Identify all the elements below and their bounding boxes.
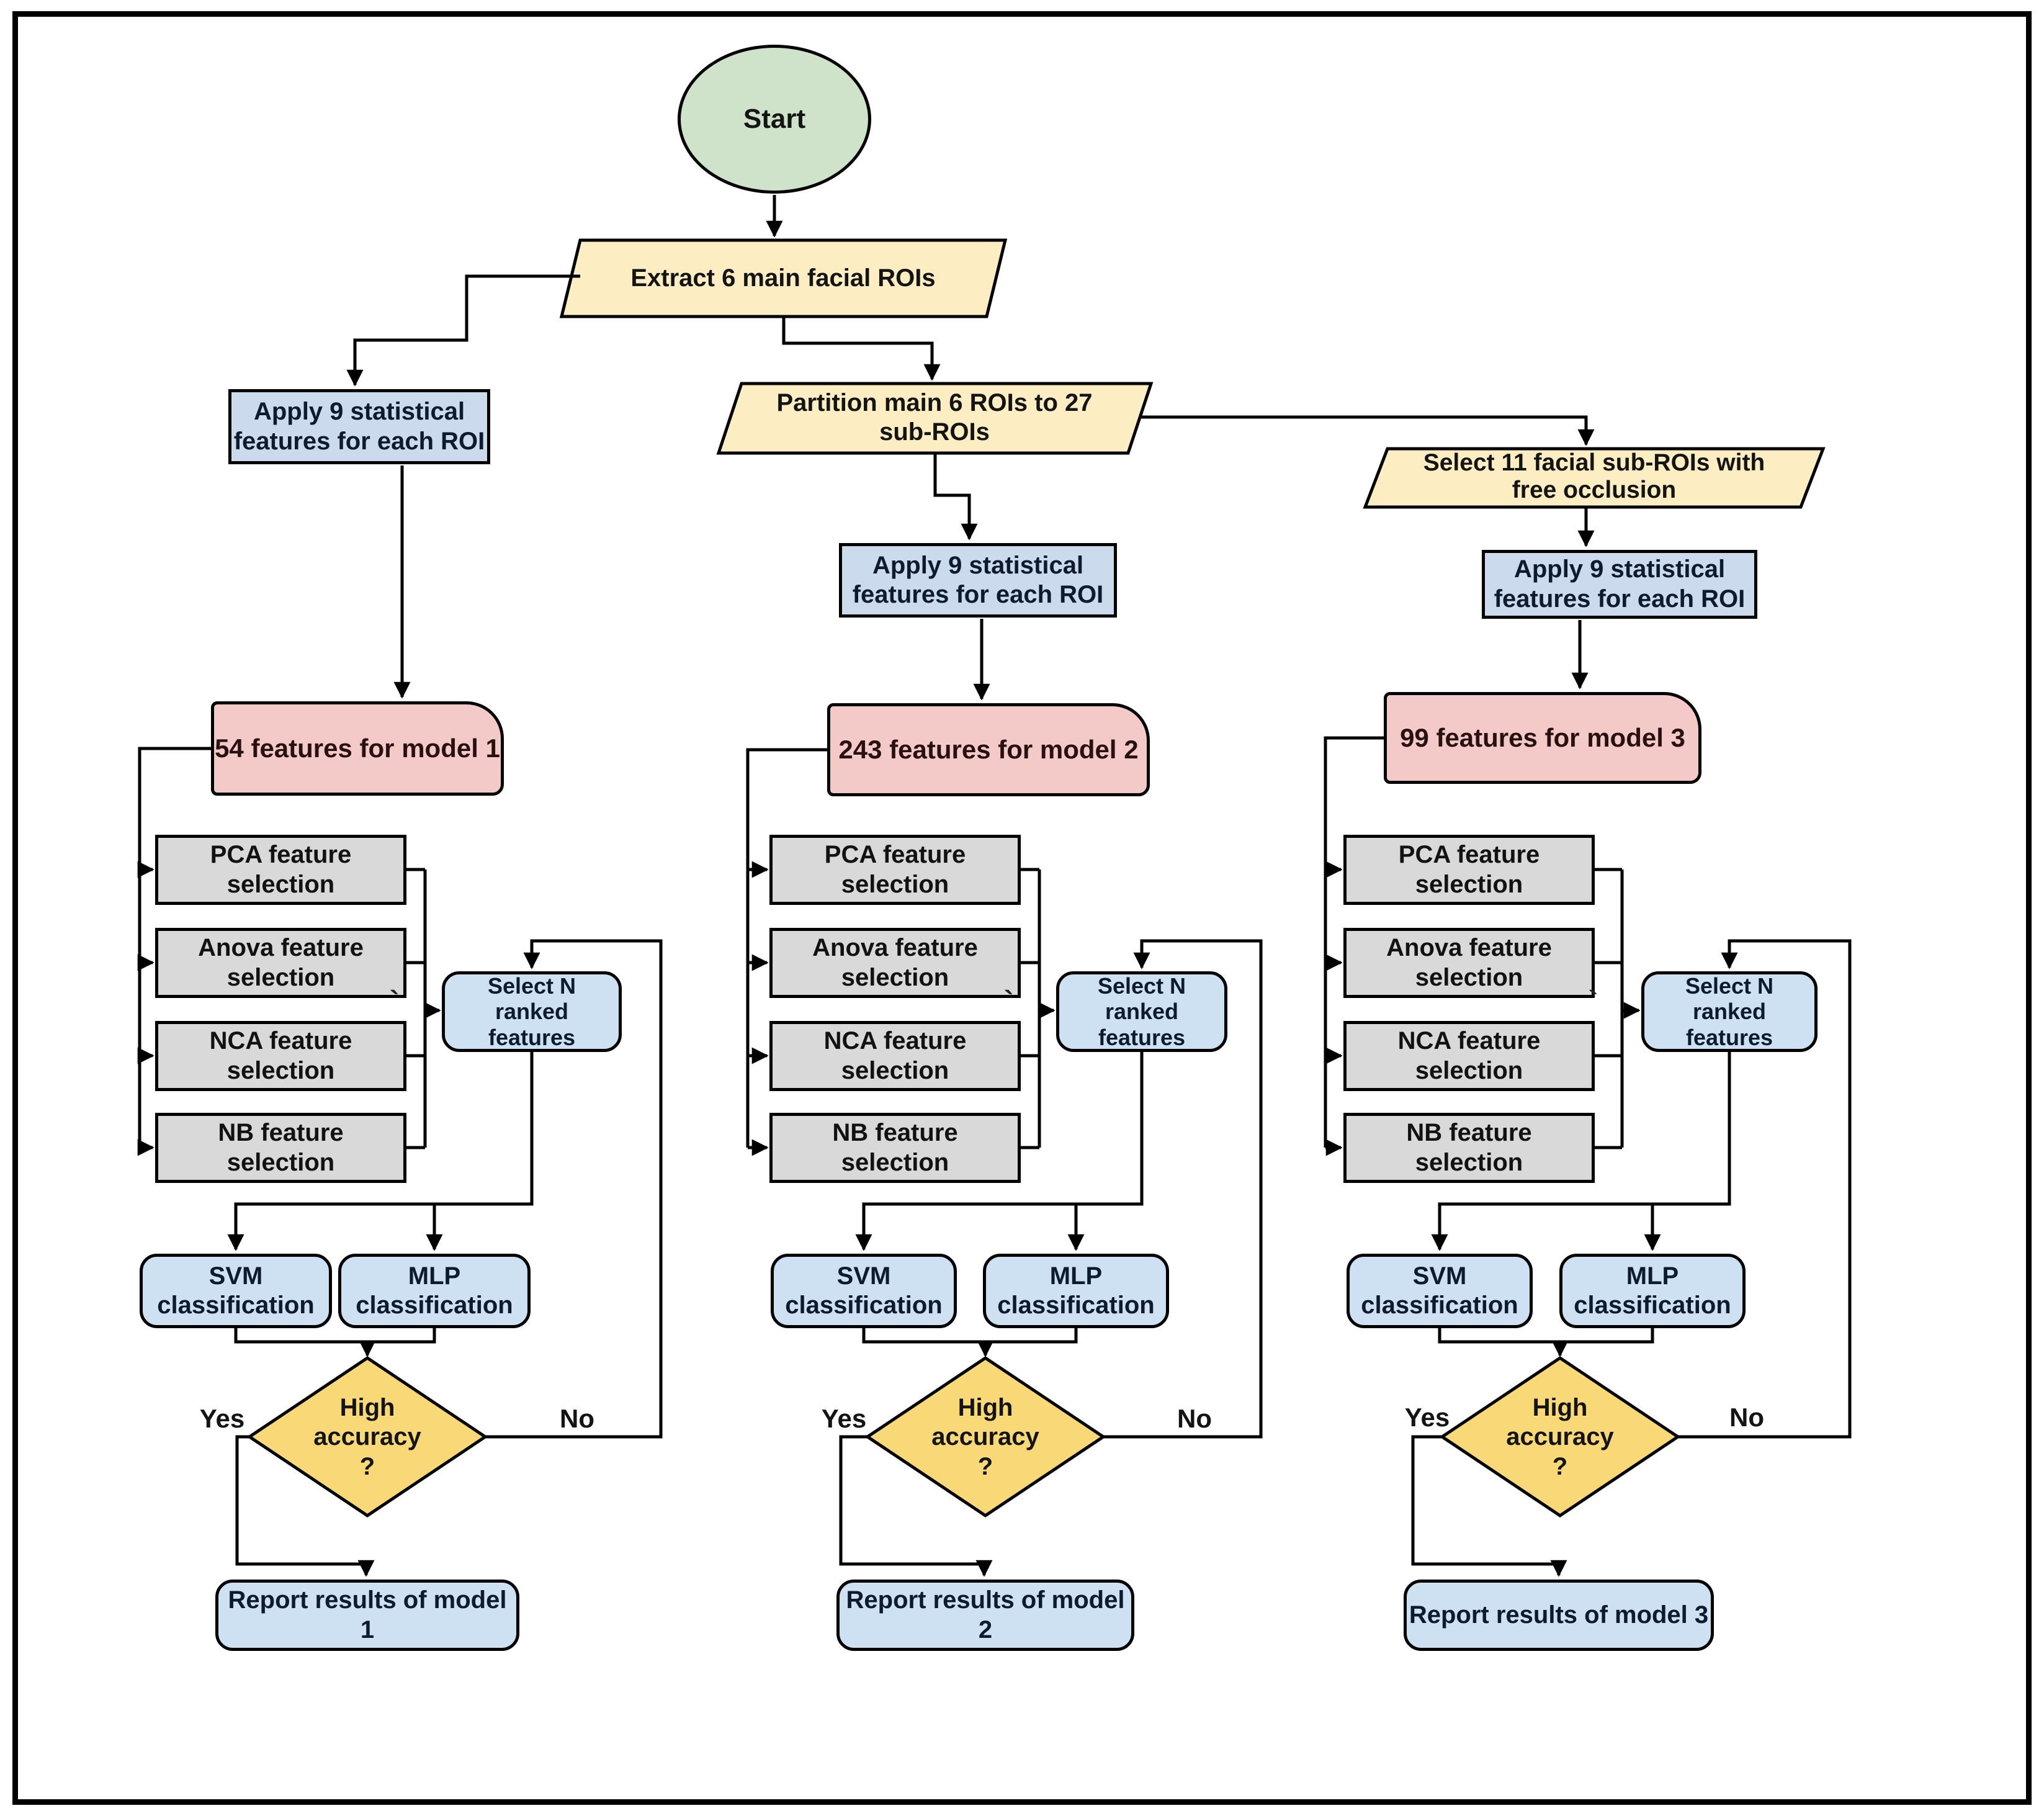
nca-selector-3: NCA feature selection <box>1343 1021 1595 1091</box>
select-subrois-io-label: Select 11 facial sub-ROIs with free occl… <box>1423 449 1765 503</box>
start-terminator: Start <box>678 45 871 194</box>
apply-features-process-1: Apply 9 statistical features for each RO… <box>228 389 490 464</box>
pca-selector-2: PCA feature selection <box>769 835 1021 905</box>
anova-selector-1: Anova feature selection <box>155 928 406 998</box>
outer-frame <box>12 11 2032 1805</box>
pca-selector-1: PCA feature selection <box>155 835 406 905</box>
report-results-1: Report results of model 1 <box>215 1580 519 1651</box>
no-label-2: No <box>1177 1403 1212 1433</box>
partition-io-shape <box>716 382 1154 455</box>
high-accuracy-decision-3: High accuracy ? <box>1506 1394 1614 1480</box>
select-subrois-io-shape <box>1363 447 1826 509</box>
mlp-classification-2: MLP classification <box>983 1254 1169 1328</box>
stray-tick-2: ` <box>1004 985 1014 1017</box>
features-model-3: 99 features for model 3 <box>1384 692 1701 784</box>
nca-selector-2: NCA feature selection <box>769 1021 1021 1091</box>
high-accuracy-decision-2: High accuracy ? <box>931 1394 1039 1480</box>
yes-label-1: Yes <box>199 1403 245 1433</box>
svm-classification-3: SVM classification <box>1347 1254 1533 1328</box>
report-results-2: Report results of model 2 <box>836 1580 1134 1651</box>
no-label-1: No <box>560 1403 594 1433</box>
pca-selector-3: PCA feature selection <box>1343 835 1595 905</box>
decision-diamond-1 <box>246 1355 488 1518</box>
svm-classification-2: SVM classification <box>771 1254 957 1328</box>
mlp-classification-3: MLP classification <box>1559 1254 1746 1328</box>
features-model-2: 243 features for model 2 <box>827 703 1150 796</box>
features-model-1: 54 features for model 1 <box>211 701 504 796</box>
apply-features-process-3: Apply 9 statistical features for each RO… <box>1482 550 1757 619</box>
nca-selector-1: NCA feature selection <box>155 1021 406 1091</box>
select-n-ranked-2: Select N ranked features <box>1056 971 1227 1052</box>
mlp-classification-1: MLP classification <box>338 1254 531 1328</box>
yes-label-2: Yes <box>821 1403 867 1433</box>
yes-label-3: Yes <box>1404 1402 1450 1432</box>
decision-diamond-3 <box>1439 1355 1681 1518</box>
anova-selector-3: Anova feature selection <box>1343 928 1595 998</box>
nb-selector-1: NB feature selection <box>155 1113 406 1183</box>
extract-io-shape <box>559 238 1008 318</box>
svm-classification-1: SVM classification <box>140 1254 332 1328</box>
report-results-3: Report results of model 3 <box>1404 1580 1714 1651</box>
partition-rois-io-label: Partition main 6 ROIs to 27 sub-ROIs <box>776 389 1093 446</box>
anova-selector-2: Anova feature selection <box>769 928 1021 998</box>
select-n-ranked-3: Select N ranked features <box>1641 971 1818 1052</box>
apply-features-process-2: Apply 9 statistical features for each RO… <box>839 543 1117 618</box>
high-accuracy-decision-1: High accuracy ? <box>313 1394 421 1480</box>
nb-selector-2: NB feature selection <box>769 1113 1021 1183</box>
start-label: Start <box>743 104 806 135</box>
stray-tick-1: ` <box>390 985 400 1017</box>
nb-selector-3: NB feature selection <box>1343 1113 1595 1183</box>
decision-diamond-2 <box>864 1355 1106 1518</box>
stray-tick-3: ` <box>1589 985 1598 1017</box>
extract-rois-io-label: Extract 6 main facial ROIs <box>630 264 936 292</box>
no-label-3: No <box>1729 1402 1764 1432</box>
select-n-ranked-1: Select N ranked features <box>442 971 622 1052</box>
